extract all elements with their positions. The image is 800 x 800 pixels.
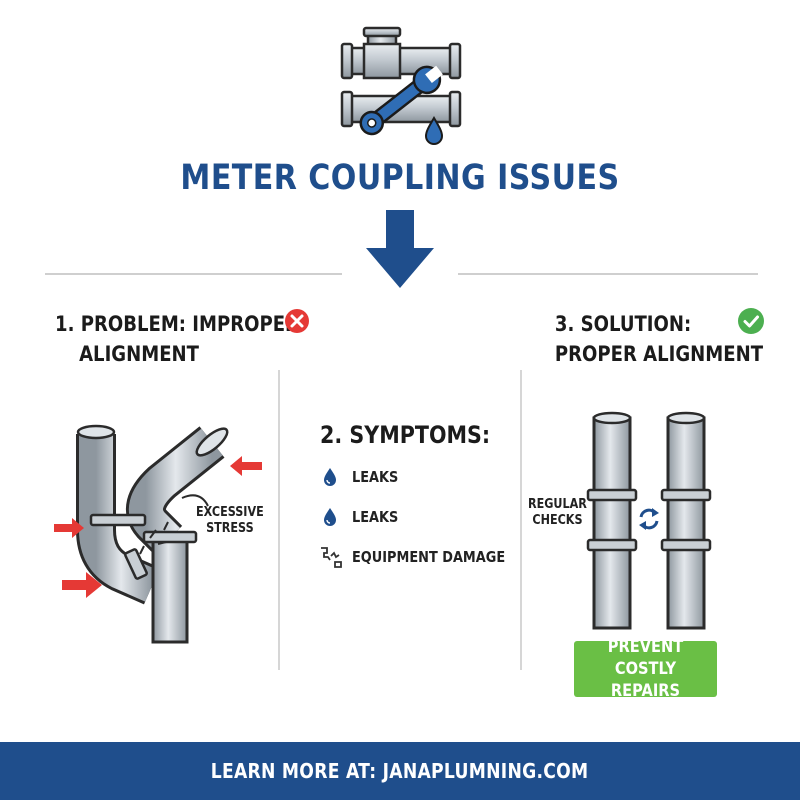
problem-heading-line2: ALIGNMENT — [79, 342, 199, 366]
problem-heading-line1: 1. PROBLEM: IMPROPER — [55, 312, 299, 336]
symptoms-heading: 2. SYMPTOMS: — [320, 421, 491, 449]
page-title: METER COUPLING ISSUES — [180, 158, 620, 198]
water-drop-icon — [324, 508, 336, 526]
solution-heading-line1: 3. SOLUTION: — [554, 312, 692, 336]
divider-left — [45, 273, 342, 275]
divider-right — [458, 273, 758, 275]
column-divider-2 — [520, 370, 522, 670]
footer-link-text[interactable]: LEARN MORE AT: JANAPLUMNING.COM — [211, 759, 589, 783]
solution-heading: 3. SOLUTION: PROPER ALIGNMENT — [548, 309, 763, 369]
water-drop-icon — [324, 468, 336, 486]
column-divider-1 — [278, 370, 280, 670]
symptom-item-leaks: LEAKS — [352, 468, 399, 486]
down-arrow-icon — [366, 210, 434, 288]
misaligned-pipe-illustration — [54, 424, 262, 644]
check-circle-icon — [738, 308, 764, 334]
symptom-item-leaks-2: LEAKS — [352, 508, 399, 526]
broken-pipe-icon — [321, 547, 342, 568]
error-x-icon — [285, 309, 309, 333]
solution-heading-line2: PROPER ALIGNMENT — [554, 342, 764, 366]
excessive-stress-label: EXCESSIVE STRESS — [196, 505, 264, 536]
symptom-item-equipment-damage: EQUIPMENT DAMAGE — [352, 548, 506, 566]
refresh-cycle-icon — [639, 508, 659, 530]
pipes-wrench-icon — [340, 26, 462, 145]
prevent-costly-repairs-badge: PREVENT COSTLY REPAIRS — [574, 637, 717, 701]
aligned-pipes-illustration — [586, 411, 712, 630]
problem-heading: 1. PROBLEM: IMPROPER ALIGNMENT — [55, 309, 299, 369]
regular-checks-label: REGULAR CHECKS — [528, 497, 587, 528]
footer-banner: LEARN MORE AT: JANAPLUMNING.COM — [0, 742, 800, 800]
